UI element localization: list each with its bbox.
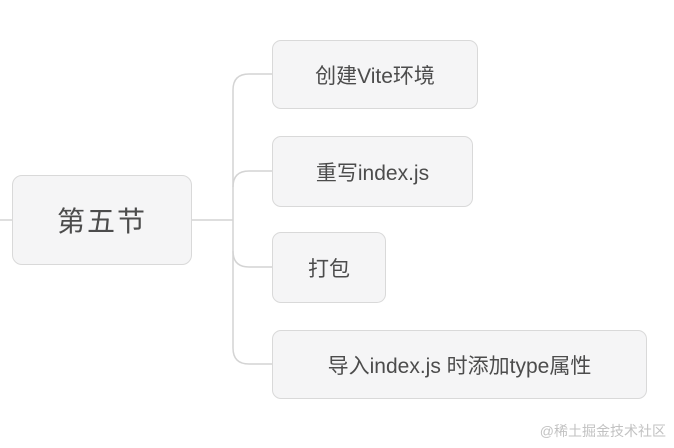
child-node-label: 重写index.js [315,161,430,185]
child-node-label: 打包 [308,257,350,281]
connector-branch-child-2 [232,170,272,188]
mindmap-node-create-vite-env[interactable]: 创建Vite环境 [272,40,478,109]
connector-branch-child-4 [232,220,272,365]
root-node-label: 第五节 [56,206,147,237]
mindmap-node-rewrite-indexjs[interactable]: 重写index.js [272,136,473,207]
child-node-label: 创建Vite环境 [315,64,435,88]
child-node-label: 导入index.js 时添加type属性 [327,354,592,378]
mindmap-node-import-type-attr[interactable]: 导入index.js 时添加type属性 [272,330,647,399]
connector-branch-child-3 [232,250,272,268]
connector-branch-child-1 [232,73,272,220]
mindmap-node-bundle[interactable]: 打包 [272,232,386,303]
mindmap-root-node[interactable]: 第五节 [12,175,192,265]
watermark: @稀土掘金技术社区 [539,423,666,439]
